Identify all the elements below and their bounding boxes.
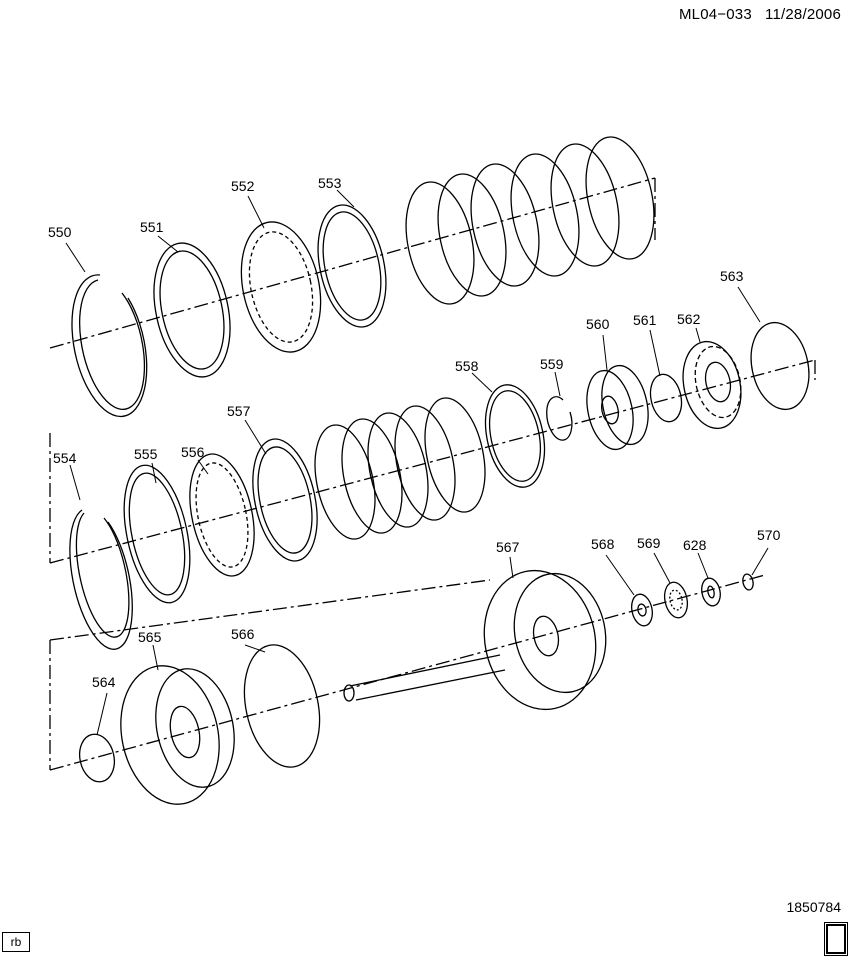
callout-561: 561 [633,312,657,328]
callout-568: 568 [591,536,615,552]
figure-number: 1850784 [786,899,841,915]
callout-551: 551 [140,219,164,235]
part-557-steel-plate [252,438,318,562]
callout-566: 566 [231,626,255,642]
part-556-friction-plate [189,453,255,577]
part-569-thrust-bearing [663,581,689,619]
part-555-plate [123,464,191,604]
callout-563: 563 [720,268,744,284]
group-frame-bottom [49,574,766,771]
callout-564: 564 [92,674,116,690]
callout-553: 553 [318,175,342,191]
callout-570: 570 [757,527,781,543]
part-568-washer [631,593,653,627]
callout-562: 562 [677,311,701,327]
part-563-seal [750,321,810,411]
gm-spo-logo [824,922,848,956]
callout-555: 555 [134,446,158,462]
callout-565: 565 [138,629,162,645]
group-frame-top [49,177,656,349]
callout-556: 556 [181,444,205,460]
part-565-housing [120,665,235,805]
clutch-pack-middle [314,397,486,540]
part-567-input-shaft-drum [343,569,607,711]
corner-tag: rb [2,932,30,952]
leader-lines [65,189,769,736]
callout-558: 558 [455,358,479,374]
part-559-snap-ring [546,396,573,441]
part-553-steel-plate [317,204,387,328]
drawing-header: ML04−033 11/28/2006 [679,6,841,23]
part-552-friction-plate [240,221,322,353]
group-frame-middle [49,359,816,564]
part-558-plate [484,384,546,488]
callout-569: 569 [637,535,661,551]
part-560-hub [586,364,649,451]
part-628-washer [701,577,721,607]
callout-559: 559 [540,356,564,372]
part-564-o-ring [78,733,116,783]
part-561-o-ring [649,373,683,423]
clutch-pack-top [405,136,655,305]
part-570-ring [742,573,754,591]
drawing-date: 11/28/2006 [765,6,841,23]
part-554-snap-ring [69,509,133,650]
callout-552: 552 [231,178,255,194]
part-550-snap-ring [71,274,148,418]
callout-550: 550 [48,224,72,240]
part-551-plate [153,242,231,378]
callout-560: 560 [586,316,610,332]
part-566-seal [243,644,321,768]
callout-628: 628 [683,537,707,553]
drawing-id: ML04−033 [678,6,752,23]
part-562-bearing-hub [682,340,742,430]
callout-557: 557 [227,403,251,419]
callout-554: 554 [53,450,77,466]
callout-567: 567 [496,539,520,555]
part-callouts: 550 551 552 553 554 555 556 557 558 559 … [48,175,781,690]
